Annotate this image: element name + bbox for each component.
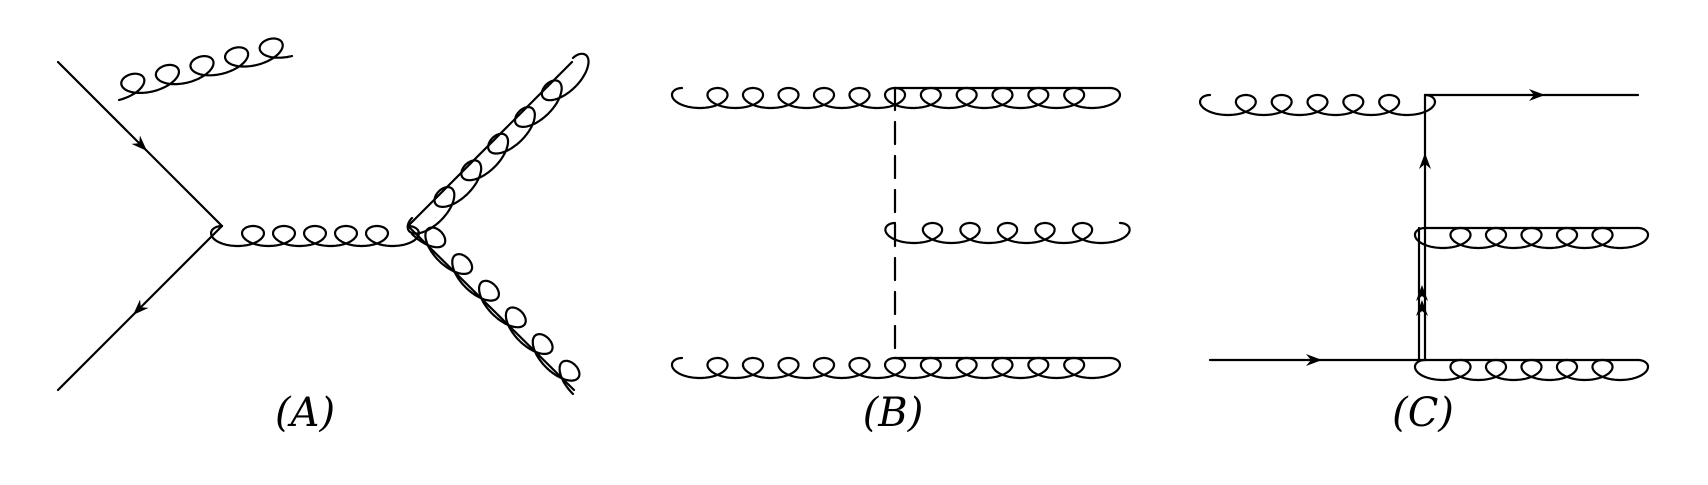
radiated-gluon — [117, 37, 294, 102]
outgoing-gluon-lower — [410, 226, 581, 396]
diagram-b — [670, 86, 1131, 380]
vertical-quark-arrow-lower-2 — [1416, 300, 1428, 316]
diagram-c — [1198, 89, 1650, 382]
outgoing-gluon-bottom — [1413, 358, 1650, 382]
incoming-gluon-top — [1198, 93, 1437, 117]
diagram-c-label: (C) — [1392, 390, 1454, 436]
outgoing-line-upper — [406, 60, 574, 228]
outgoing-gluon-top — [883, 86, 1122, 110]
outgoing-gluon-middle — [884, 221, 1131, 245]
outgoing-gluon-middle — [1413, 226, 1650, 250]
vertical-quark-arrow-lower — [1416, 285, 1428, 301]
outgoing-quark-arrow — [1529, 89, 1545, 101]
vertical-quark-arrow-upper — [1419, 153, 1431, 169]
incoming-gluon-top — [670, 86, 907, 110]
diagram-b-label: (B) — [862, 390, 924, 436]
incoming-antiquark-arrow — [133, 299, 149, 315]
diagram-a — [56, 37, 590, 396]
intermediate-gluon — [210, 224, 420, 248]
diagram-a-label: (A) — [274, 390, 336, 436]
incoming-gluon-bottom — [670, 356, 907, 380]
outgoing-gluon-upper — [406, 52, 590, 235]
incoming-quark-arrow — [1306, 354, 1322, 366]
outgoing-line-lower — [406, 224, 576, 392]
outgoing-gluon-bottom — [883, 356, 1122, 380]
incoming-quark-arrow — [131, 135, 147, 151]
